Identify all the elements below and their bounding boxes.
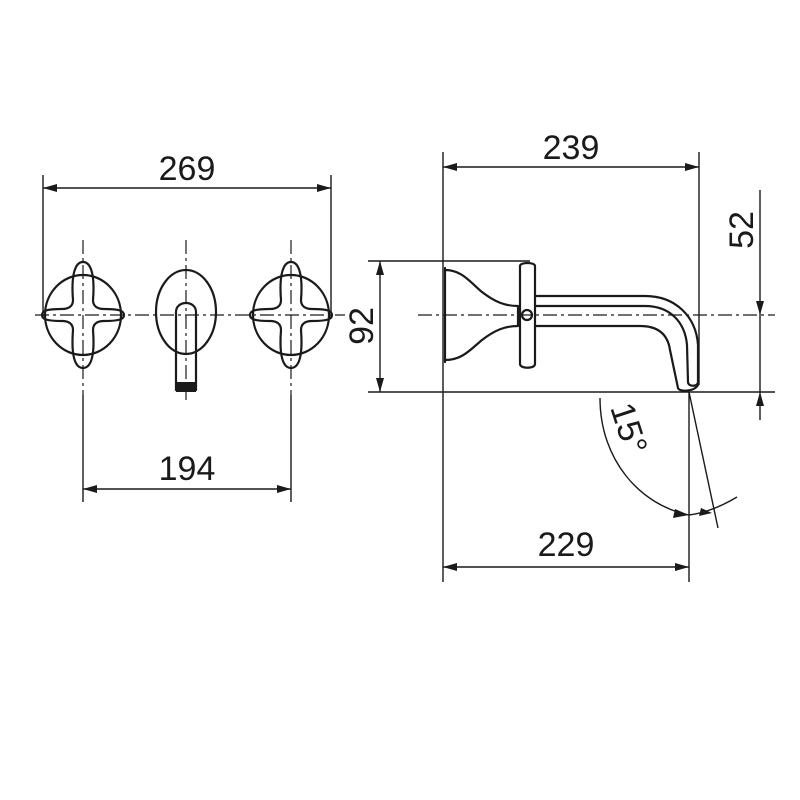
side-view: 239 92 52 xyxy=(343,129,775,582)
dim-label-229: 229 xyxy=(538,526,595,564)
front-view: 269 194 xyxy=(35,150,345,502)
dim-label-269: 269 xyxy=(159,150,216,188)
angle-15-degree: 15° xyxy=(599,391,738,529)
dim-label-52: 52 xyxy=(723,211,761,249)
dimension-92: 92 xyxy=(343,260,775,393)
dimension-239: 239 xyxy=(443,129,700,385)
dim-label-239: 239 xyxy=(543,129,600,167)
dim-label-92: 92 xyxy=(343,307,381,345)
spout-side-profile xyxy=(533,294,700,392)
spout-front xyxy=(154,240,218,400)
dimension-269: 269 xyxy=(43,150,331,192)
dim-label-194: 194 xyxy=(159,450,216,488)
dimension-229: 229 xyxy=(443,392,690,582)
dimension-52: 52 xyxy=(723,190,764,420)
dimension-194: 194 xyxy=(83,450,291,493)
left-cross-handle xyxy=(40,240,126,395)
handle-side-profile xyxy=(443,261,537,369)
right-cross-handle xyxy=(248,240,334,395)
